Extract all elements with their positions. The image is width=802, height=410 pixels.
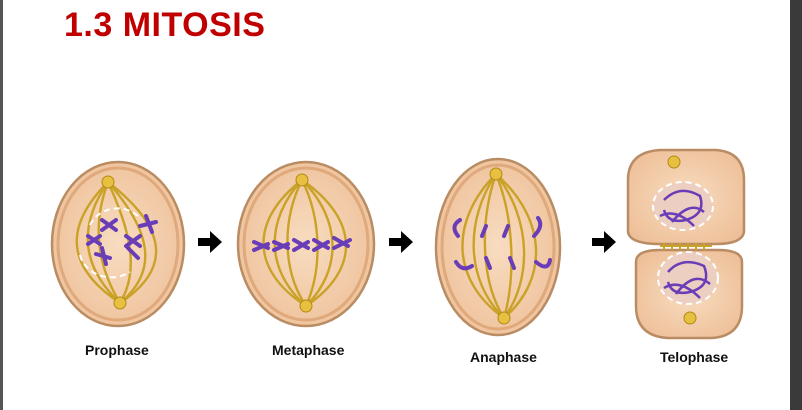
scrollbar-edge[interactable] (790, 0, 802, 410)
stage-label-anaphase: Anaphase (470, 349, 537, 365)
anaphase-cell (434, 157, 562, 337)
stage-label-prophase: Prophase (85, 342, 149, 358)
slide-title: 1.3 MITOSIS (64, 6, 266, 44)
right-arrow-icon (389, 231, 413, 253)
metaphase-cell (236, 160, 376, 328)
prophase-cell (50, 160, 186, 328)
telophase-cell (626, 148, 746, 340)
right-arrow-icon (592, 231, 616, 253)
stage-label-metaphase: Metaphase (272, 342, 345, 358)
stage-label-telophase: Telophase (660, 349, 728, 365)
right-arrow-icon (198, 231, 222, 253)
